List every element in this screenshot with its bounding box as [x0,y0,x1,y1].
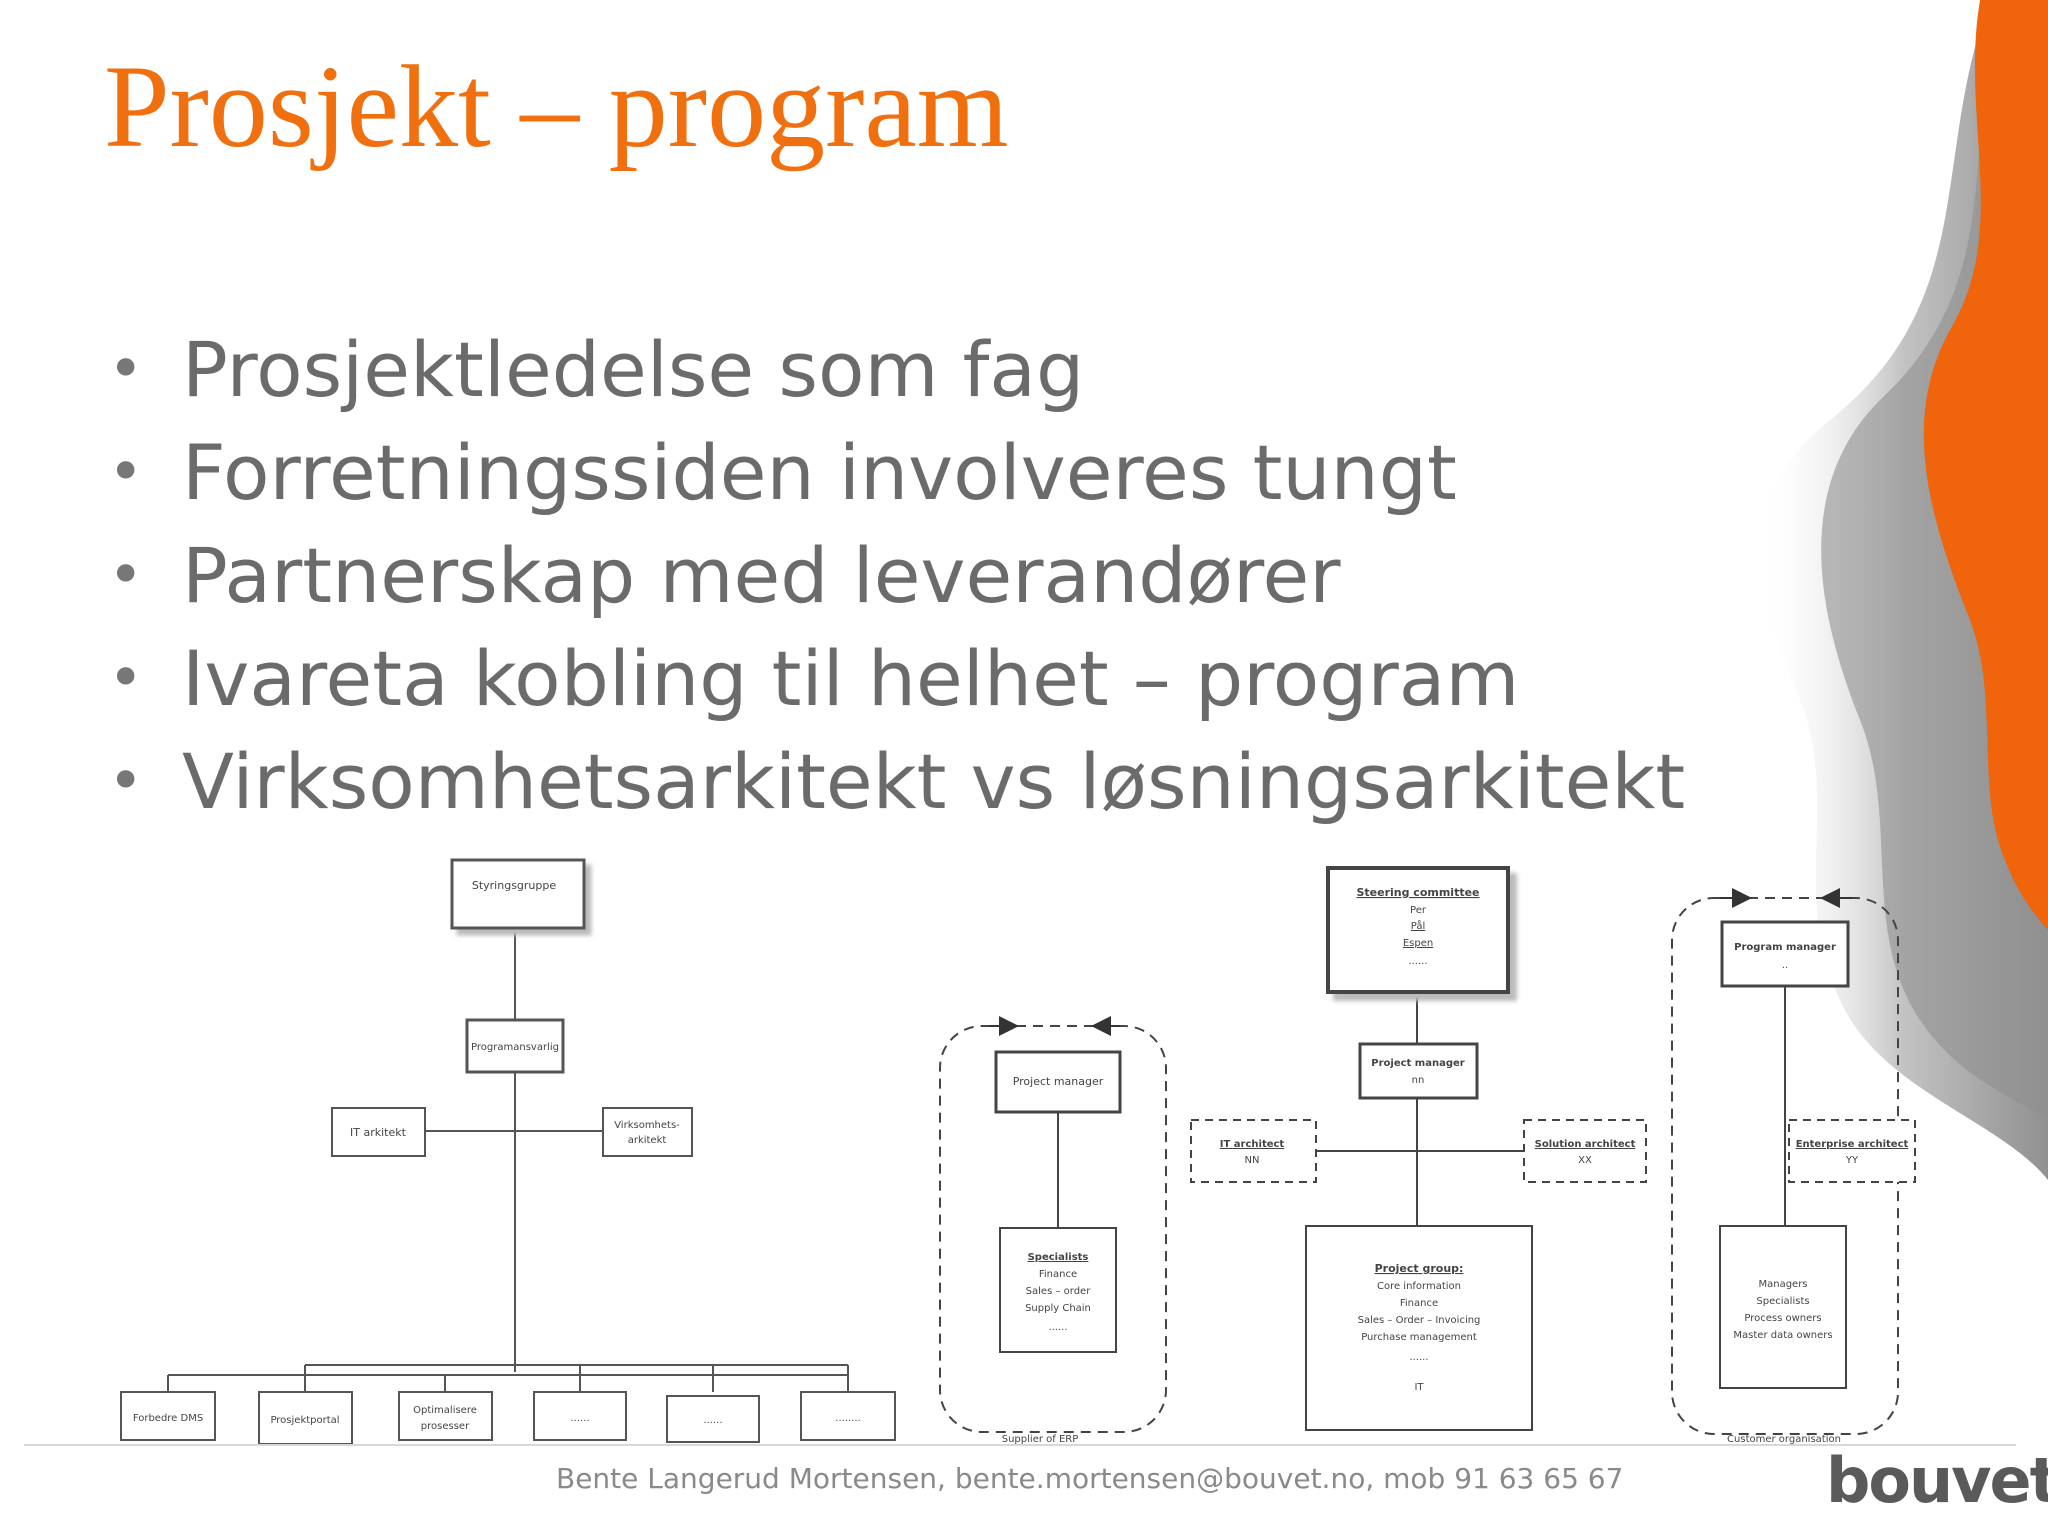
customer-group: Program manager .. Enterprise architect … [1671,888,1916,1445]
project-group-item: Sales – Order – Invoicing [1358,1315,1481,1326]
steering-member: Pål [1411,919,1426,932]
styringsgruppe-label: Styringsgruppe [472,879,557,892]
project-group-title: Project group: [1375,1262,1464,1275]
supplier-pm-label: Project manager [1013,1075,1104,1088]
it-architect-name: NN [1245,1155,1260,1166]
solution-architect-box [1523,1119,1647,1183]
solution-architect-label: Solution architect [1535,1139,1636,1150]
project-box [666,1395,760,1443]
project-group-item: Core information [1377,1281,1461,1292]
center-group: Steering committee Per Pål Espen ...... … [1190,866,1647,1431]
left-org-boxes: Styringsgruppe Programansvarlig IT arkit… [120,858,896,1445]
project-group-item: ...... [1409,1352,1428,1363]
project-group-item: IT [1414,1382,1424,1393]
it-architect-label: IT architect [1220,1139,1285,1150]
project-group-item: Purchase management [1361,1332,1477,1343]
programansvarlig-label: Programansvarlig [471,1042,559,1053]
bullet-text: Forretningssiden involveres tungt [182,428,1457,517]
bullet-text: Prosjektledelse som fag [182,325,1085,414]
steering-member: ...... [1408,956,1427,967]
bullet-item: • Prosjektledelse som fag [104,318,1685,421]
project-group-item: Finance [1400,1298,1438,1309]
bullet-item: • Ivareta kobling til helhet – program [104,627,1685,730]
bullet-text: Ivareta kobling til helhet – program [182,634,1520,723]
program-manager-label: Program manager [1734,942,1836,953]
project-box [398,1391,493,1441]
enterprise-architect-box [1788,1119,1916,1183]
specialists-item: Sales – order [1026,1286,1092,1297]
project-group-box [1305,1225,1533,1431]
project-label: prosesser [421,1421,470,1432]
program-manager-name: .. [1782,960,1788,971]
footer-text: Bente Langerud Mortensen, bente.mortense… [556,1462,1624,1495]
project-label: Optimalisere [413,1405,477,1416]
bouvet-logo: bouvet [1826,1444,2048,1517]
specialists-title: Specialists [1028,1252,1089,1263]
project-label: ...... [703,1415,722,1426]
supplier-caption: Supplier of ERP [1002,1434,1079,1445]
steering-title: Steering committee [1356,886,1479,899]
project-box [120,1391,216,1441]
supplier-dashed-boundary [939,1025,1167,1433]
footer-divider [24,1444,2016,1446]
virksomhetsarkitekt-label-2: arkitekt [628,1135,667,1146]
bullet-item: • Forretningssiden involveres tungt [104,421,1685,524]
it-arkitekt-box [331,1107,426,1157]
supplier-group: Project manager Specialists Finance Sale… [939,1016,1167,1445]
left-org-chart [167,928,849,1392]
bullet-dot-icon: • [108,746,144,816]
slide-title: Prosjekt – program [104,41,1009,172]
virksomhetsarkitekt-label-1: Virksomhets- [614,1120,680,1131]
specialists-item: Supply Chain [1025,1303,1091,1314]
specialists-item: ...... [1048,1322,1067,1333]
bullet-item: • Partnerskap med leverandører [104,524,1685,627]
orange-wave-band [1923,0,2048,930]
project-label: ........ [835,1413,860,1424]
bullet-text: Partnerskap med leverandører [182,531,1341,620]
center-pm-label: Project manager [1371,1058,1465,1069]
bullet-dot-icon: • [108,540,144,610]
virksomhetsarkitekt-box [602,1107,693,1157]
customer-caption: Customer organisation [1727,1434,1841,1445]
customer-role: Managers [1758,1279,1807,1290]
program-manager-box [1720,920,1850,988]
enterprise-architect-name: YY [1845,1155,1859,1166]
styringsgruppe-box [450,858,586,930]
customer-role: Master data owners [1733,1330,1832,1341]
bullet-text: Virksomhetsarkitekt vs løsningsarkitekt [182,737,1686,826]
project-label: Forbedre DMS [133,1413,203,1424]
center-pm-box [1358,1042,1479,1100]
specialists-item: Finance [1039,1269,1077,1280]
project-label: ...... [570,1413,589,1424]
it-architect-box [1190,1119,1317,1183]
center-pm-name: nn [1412,1075,1425,1086]
project-box [258,1391,353,1445]
project-box [533,1391,627,1441]
customer-role: Specialists [1756,1296,1809,1307]
project-box [800,1391,896,1441]
bullet-item: • Virksomhetsarkitekt vs løsningsarkitekt [104,730,1685,833]
steering-member: Per [1410,905,1427,916]
it-arkitekt-label: IT arkitekt [350,1126,407,1139]
customer-roles-box [1719,1225,1847,1389]
steering-committee-box [1326,866,1510,994]
solution-architect-name: XX [1578,1155,1592,1166]
bullet-dot-icon: • [108,437,144,507]
enterprise-architect-label: Enterprise architect [1796,1139,1909,1150]
steering-member: Espen [1403,938,1433,949]
bullet-dot-icon: • [108,643,144,713]
bullet-dot-icon: • [108,334,144,404]
customer-role: Process owners [1744,1313,1821,1324]
specialists-box [999,1227,1117,1353]
bullet-list: • Prosjektledelse som fag • Forretningssid… [104,318,1685,833]
project-label: Prosjektportal [270,1415,339,1426]
supplier-pm-box [994,1050,1122,1114]
programansvarlig-box [465,1018,565,1074]
